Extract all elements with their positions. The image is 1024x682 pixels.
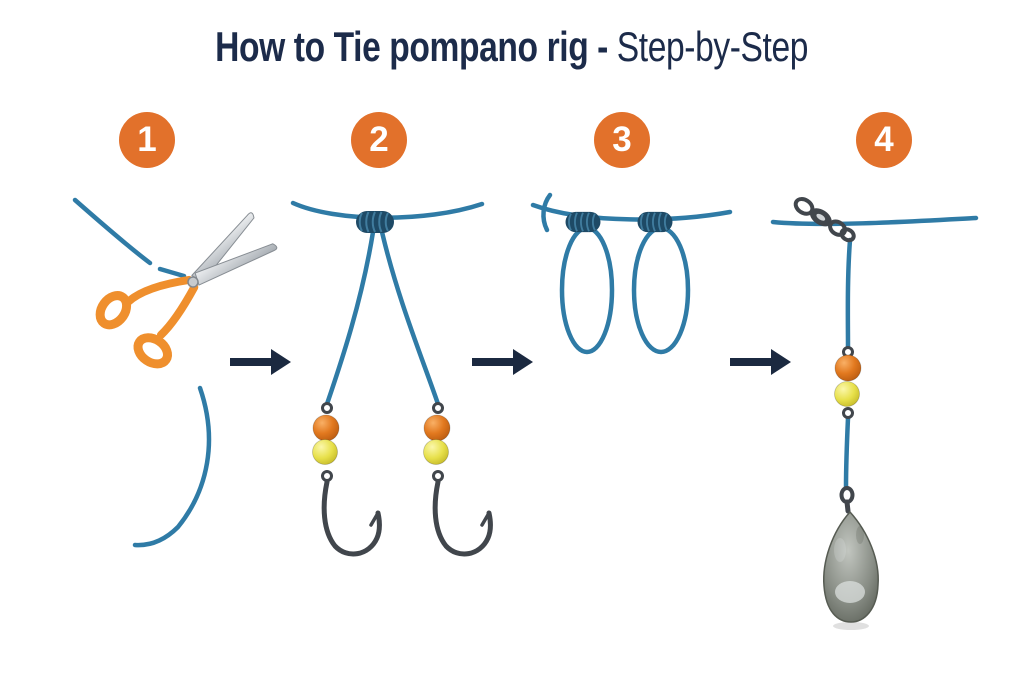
swivel-icon [793, 197, 856, 243]
fishing-line-cut [72, 197, 212, 548]
step-badge-2: 2 [351, 112, 407, 168]
step-1-illustration [72, 197, 278, 548]
arrow-right-icon [730, 349, 791, 375]
dropper-knot-icon [636, 210, 674, 234]
step-number: 4 [874, 120, 894, 159]
step-badge-1: 1 [119, 112, 175, 168]
sinker-line [843, 415, 851, 490]
step-badge-4: 4 [856, 112, 912, 168]
title-separator: - [597, 23, 609, 70]
sinker-highlight [835, 581, 865, 603]
sinker-shadow [833, 622, 869, 630]
main-line [530, 202, 733, 222]
dropper-knot-icon [355, 210, 395, 234]
dropper-loop-icon [631, 225, 691, 355]
main-line [770, 215, 979, 227]
yellow-bead-icon [834, 381, 860, 407]
step-number: 2 [369, 120, 389, 159]
dropper-knot-icon [564, 210, 602, 234]
dropper-loop-icon [559, 225, 615, 355]
arrow-right-icon [230, 349, 291, 375]
sinker-weight-icon [823, 486, 879, 630]
arrow-right-icon [472, 349, 533, 375]
dropper-line [845, 237, 853, 351]
left-snell-line [324, 229, 376, 407]
step-2-illustration [290, 200, 510, 582]
beaded-hook-icon [424, 404, 491, 554]
title-main: How to Tie pompano rig [215, 23, 590, 70]
step-4-illustration [770, 197, 979, 630]
title-suffix: Step-by-Step [617, 23, 809, 70]
step-number: 1 [137, 120, 157, 159]
bead-pair [834, 346, 862, 419]
step-number: 3 [612, 120, 632, 159]
orange-bead-icon [834, 354, 862, 382]
right-snell-line [379, 229, 441, 407]
beaded-hook-icon [313, 404, 380, 554]
page-title: How to Tie pompano rig - Step-by-Step [0, 23, 1024, 70]
step-badge-3: 3 [594, 112, 650, 168]
scissors-icon [95, 212, 278, 369]
tag-end [541, 192, 553, 233]
step-3-illustration [530, 192, 733, 355]
